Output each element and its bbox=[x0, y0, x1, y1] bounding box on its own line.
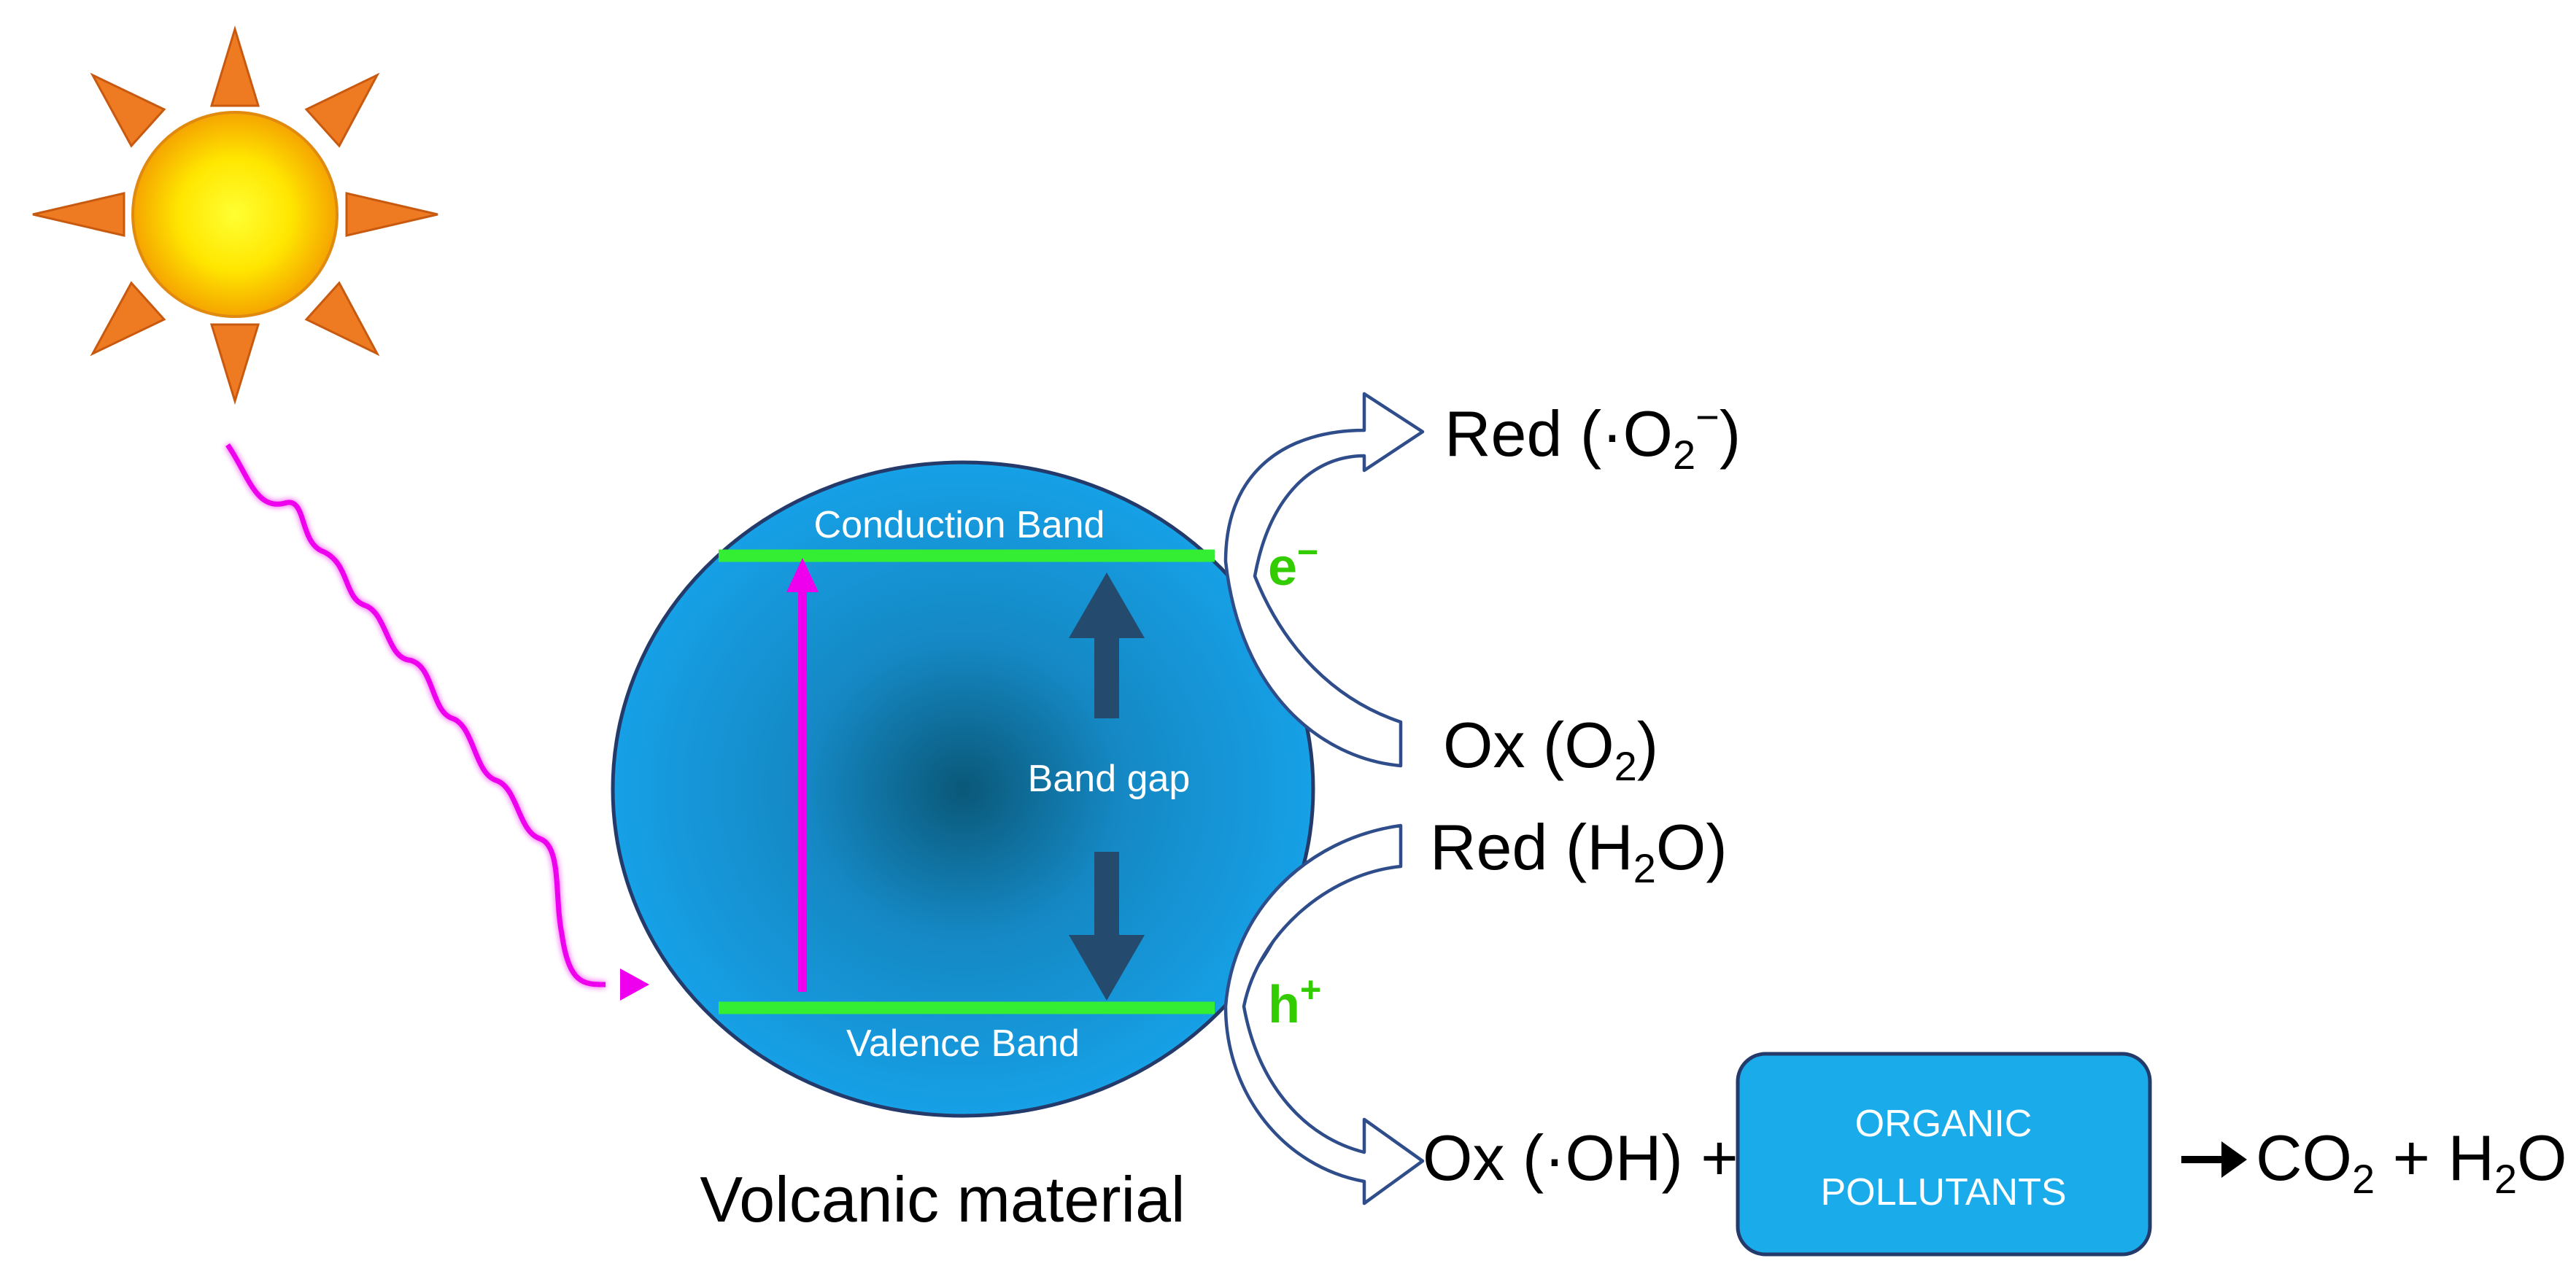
ox-oh-label: Ox (·OH) + bbox=[1423, 1122, 1738, 1194]
band-gap-label: Band gap bbox=[1028, 758, 1191, 800]
valence-band-label: Valence Band bbox=[846, 1022, 1080, 1065]
ox-o2-label: Ox (O2) bbox=[1443, 709, 1658, 789]
reduction-o2-arrow bbox=[1223, 392, 1425, 768]
conduction-band-label: Conduction Band bbox=[814, 504, 1105, 546]
red-o2-label: Red (·O2−) bbox=[1444, 394, 1741, 478]
organic-pollutants-box: ORGANIC POLLUTANTS bbox=[1736, 1052, 2152, 1257]
material-label: Volcanic material bbox=[700, 1163, 1185, 1235]
light-wave-icon bbox=[225, 443, 649, 1001]
oxidation-oh-arrow bbox=[1223, 823, 1425, 1206]
products-label: CO2 + H2O bbox=[2256, 1122, 2567, 1202]
product-arrow bbox=[2181, 1141, 2247, 1178]
red-h2o-label: Red (H2O) bbox=[1430, 811, 1728, 891]
band-gap-down-arrow bbox=[1069, 852, 1145, 1001]
sun-icon bbox=[32, 25, 438, 405]
pollutants-line1: ORGANIC bbox=[1855, 1103, 2032, 1145]
volcanic-particle bbox=[611, 460, 1315, 1118]
excitation-arrow bbox=[786, 558, 819, 992]
band-gap-up-arrow bbox=[1069, 572, 1145, 718]
electron-label: e− bbox=[1268, 532, 1318, 597]
pollutants-line2: POLLUTANTS bbox=[1820, 1171, 2066, 1214]
hole-label: h+ bbox=[1268, 969, 1321, 1034]
